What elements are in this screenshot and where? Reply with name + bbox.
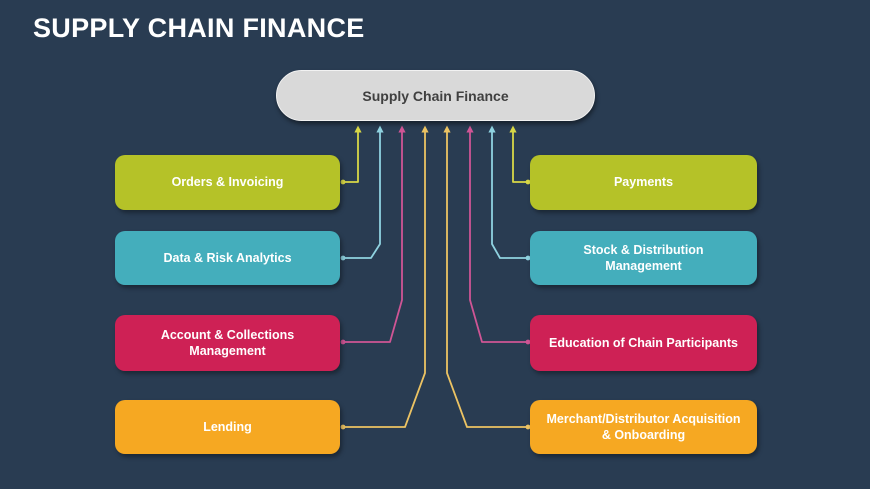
connector-payments (509, 125, 531, 185)
connector-merchant-acquisition (443, 125, 531, 430)
page-title: SUPPLY CHAIN FINANCE (33, 13, 365, 43)
node-label: Payments (613, 175, 674, 190)
node-label: Education of Chain Participants (549, 335, 738, 350)
connector-education-participants (466, 125, 531, 345)
node-merchant-acquisition: Merchant/Distributor Acquisition & Onboa… (530, 400, 757, 454)
connector-orders-invoicing (340, 125, 362, 185)
node-stock-distribution: Stock & Distribution Management (530, 231, 757, 285)
node-label: Account & Collections Management (160, 327, 295, 358)
node-lending: Lending (115, 400, 340, 454)
node-data-risk-analytics: Data & Risk Analytics (115, 231, 340, 285)
node-education-participants: Education of Chain Participants (530, 315, 757, 371)
central-node: Supply Chain Finance (276, 70, 595, 121)
connector-lending (340, 125, 429, 430)
node-label: Stock & Distribution Management (583, 242, 704, 273)
node-label: Data & Risk Analytics (163, 250, 292, 265)
node-account-collections: Account & Collections Management (115, 315, 340, 371)
node-label: Orders & Invoicing (171, 175, 284, 190)
node-label: Lending (203, 419, 252, 434)
node-label: Merchant/Distributor Acquisition & Onboa… (546, 411, 741, 442)
connector-account-collections (340, 125, 406, 345)
node-orders-invoicing: Orders & Invoicing (115, 155, 340, 210)
connector-data-risk-analytics (340, 125, 384, 261)
node-payments: Payments (530, 155, 757, 210)
connector-stock-distribution (488, 125, 531, 261)
